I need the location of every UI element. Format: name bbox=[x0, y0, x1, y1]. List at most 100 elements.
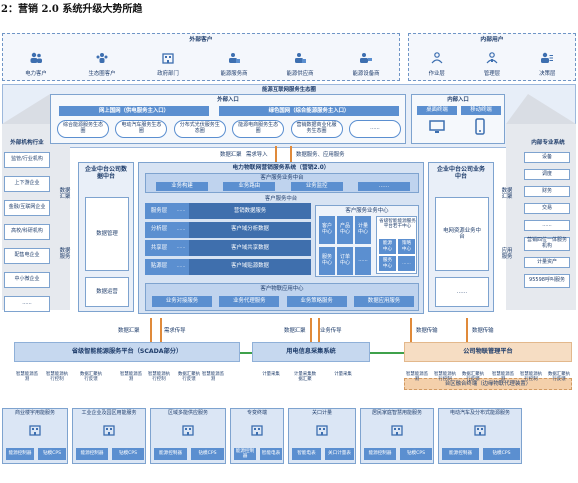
data-management-box: 数据管理 bbox=[85, 197, 129, 271]
bottom-device[interactable]: 能源控制器 bbox=[6, 448, 34, 460]
bottom-device[interactable]: 智能电表 bbox=[292, 448, 321, 460]
arrow-scada-down bbox=[160, 318, 162, 342]
ecosystem-oval[interactable]: 综合能源服务生态圈 bbox=[57, 120, 109, 138]
business-center-item[interactable]: 客户中心 bbox=[319, 216, 335, 244]
app-center-title: 客户物联应用中心 bbox=[260, 286, 304, 292]
external-customer-item: 能源服务商 bbox=[204, 46, 264, 80]
mid-data-transfer-label: 数据传输 bbox=[416, 328, 438, 334]
worker-icon bbox=[430, 49, 444, 68]
external-customer-label: 政府部门 bbox=[157, 70, 179, 77]
left-sidebar-item[interactable]: 上下游企业 bbox=[4, 176, 50, 192]
business-center-item[interactable]: 订单中心 bbox=[337, 247, 353, 275]
business-center-item[interactable]: 产品中心 bbox=[337, 216, 353, 244]
business-center-item[interactable]: ...... bbox=[355, 247, 371, 275]
ecosystem-oval[interactable]: 电动汽车服务生态圈 bbox=[115, 120, 168, 138]
smart-center-item[interactable]: 服务中心 bbox=[379, 256, 396, 271]
bottom-device[interactable]: 钻模CPS bbox=[191, 448, 224, 460]
internal-user-label: 决策层 bbox=[539, 70, 556, 77]
right-sidebar-item[interactable]: 交易 bbox=[524, 203, 570, 214]
right-sidebar-item[interactable]: 95598呼叫服务 bbox=[524, 274, 570, 288]
bottom-device[interactable]: 能源控制器 bbox=[442, 448, 479, 460]
right-sidebar-item[interactable]: 财务 bbox=[524, 186, 570, 197]
left-sidebar-item[interactable]: 配售电企业 bbox=[4, 248, 50, 264]
external-customer-item: 能源供应商 bbox=[270, 46, 330, 80]
middle-function-item[interactable]: 业务监控 bbox=[290, 182, 343, 191]
bottom-group: 区域多能供应服务能源控制器钻模CPS bbox=[150, 408, 226, 464]
center-title: 客户服务中台 bbox=[264, 196, 298, 202]
building-icon bbox=[473, 421, 489, 436]
flow-label: 智慧能源监测 bbox=[492, 372, 514, 383]
top-arrow-down bbox=[290, 146, 292, 162]
right-sidebar-item[interactable]: 计量资产 bbox=[524, 257, 570, 268]
right-sidebar-item[interactable]: 调度 bbox=[524, 169, 570, 180]
app-center-item[interactable]: 业务对接服务 bbox=[152, 296, 212, 307]
smart-center-item[interactable]: 策略中心 bbox=[398, 239, 415, 254]
building-icon bbox=[315, 421, 331, 436]
bottom-device[interactable]: 能源控制器 bbox=[154, 448, 187, 460]
left-sidebar-title: 外部机构行业 bbox=[10, 140, 44, 146]
bottom-group-title: 专变终端 bbox=[246, 410, 267, 416]
data-layer-value[interactable]: 营销数据服务 bbox=[189, 203, 311, 219]
app-center-item[interactable]: 业务代理服务 bbox=[219, 296, 280, 307]
bottom-device[interactable]: 能源控制器 bbox=[234, 448, 256, 460]
flow-label: 计量采集 bbox=[334, 372, 352, 377]
business-center-item[interactable]: 服务中心 bbox=[319, 247, 335, 275]
smart-center-item[interactable]: ...... bbox=[398, 256, 415, 271]
flow-label: 数据汇聚执行反馈 bbox=[548, 372, 570, 383]
middle-function-item[interactable]: 业务路由 bbox=[223, 182, 276, 191]
flow-label: 智慧能源监测 bbox=[406, 372, 428, 383]
right-sidebar-item[interactable]: ...... bbox=[524, 220, 570, 231]
bottom-device[interactable]: 钻模CPS bbox=[112, 448, 144, 460]
external-customer-label: 能源服务商 bbox=[220, 70, 248, 77]
ecosystem-oval[interactable]: 能源电商服务生态圈 bbox=[232, 120, 285, 138]
middle-function-item[interactable]: 业务构建 bbox=[156, 182, 208, 191]
smart-center-item[interactable]: 能源中心 bbox=[379, 239, 396, 254]
customer-service-middle: 客户服务业务中台 业务构建业务路由业务监控...... bbox=[145, 173, 419, 193]
mobile-terminal-button[interactable]: 移动终端 bbox=[461, 106, 501, 115]
desktop-terminal-button[interactable]: 桌面终端 bbox=[417, 106, 457, 115]
state-grid-online-button[interactable]: 网上国网（供电服务主入口） bbox=[59, 106, 209, 116]
external-customer-item: 能源设备商 bbox=[336, 46, 396, 80]
bottom-device[interactable]: 智能电表 bbox=[260, 448, 282, 460]
right-sidebar-item[interactable]: 营销四位一体服务机构 bbox=[524, 237, 570, 251]
building-icon bbox=[161, 49, 175, 68]
flow-label: 智慧能源监测 bbox=[120, 372, 142, 383]
green-grid-button[interactable]: 绿色国网（综合能源服务主入口） bbox=[219, 106, 399, 116]
external-customer-label: 能源供应商 bbox=[286, 70, 314, 77]
middle-function-item[interactable]: ...... bbox=[357, 182, 410, 191]
right-data-in-label: 数据汇聚 bbox=[501, 188, 513, 201]
grid-resource-box: 电网资源业务中台 bbox=[435, 197, 489, 271]
left-sidebar-item[interactable]: 监管/行业机构 bbox=[4, 152, 50, 168]
bottom-device[interactable]: 钻模CPS bbox=[483, 448, 520, 460]
left-sidebar-item[interactable]: 金融/互联网企业 bbox=[4, 200, 50, 216]
bottom-device[interactable]: 能源控制器 bbox=[76, 448, 108, 460]
top-demand-input-label: 需求导入 bbox=[246, 152, 268, 158]
scada-platform: 省级智能能源服务平台（SCADA部分） bbox=[14, 342, 240, 362]
internal-entry-title: 内部入口 bbox=[447, 97, 469, 103]
right-sidebar-item[interactable]: 设备 bbox=[524, 152, 570, 163]
left-sidebar-item[interactable]: 高校/科研机构 bbox=[4, 224, 50, 240]
business-center-item[interactable]: 计量中心 bbox=[355, 216, 371, 244]
data-layer-value[interactable]: 客户域共享数据 bbox=[189, 240, 311, 256]
app-center-item[interactable]: 数据应用服务 bbox=[353, 296, 414, 307]
ecosystem-oval[interactable]: 分布式光伏服务生态圈 bbox=[173, 120, 226, 138]
data-layer-value[interactable]: 客户域分析数据 bbox=[189, 221, 311, 238]
left-sidebar-item[interactable]: ...... bbox=[4, 296, 50, 312]
data-layer-row: 贴源层......客户域贴源数据 bbox=[145, 258, 311, 275]
bottom-device[interactable]: 关口计量表 bbox=[325, 448, 354, 460]
external-customer-item: 电力客户 bbox=[6, 46, 66, 80]
ecosystem-oval[interactable]: ...... bbox=[348, 120, 401, 138]
building-icon bbox=[181, 421, 197, 436]
bottom-device[interactable]: 能源控制器 bbox=[364, 448, 396, 460]
app-center-item[interactable]: 业务策略服务 bbox=[286, 296, 347, 307]
left-data-in-label: 数据汇聚 bbox=[59, 188, 71, 201]
data-layer-dots: ...... bbox=[173, 221, 189, 238]
ecosystem-oval[interactable]: 营销数据商业化服务生态圈 bbox=[290, 120, 343, 138]
left-data-middle-platform: 企业中台公司数据中台 数据管理 数据运营 bbox=[78, 162, 134, 312]
bottom-group: 专变终端能源控制器智能电表 bbox=[230, 408, 284, 464]
left-sidebar-item[interactable]: 中小微企业 bbox=[4, 272, 50, 288]
bottom-device[interactable]: 钻模CPS bbox=[38, 448, 66, 460]
bottom-device[interactable]: 钻模CPS bbox=[400, 448, 432, 460]
arrow-scada-up bbox=[150, 318, 152, 342]
data-layer-value[interactable]: 客户域贴源数据 bbox=[189, 258, 311, 275]
